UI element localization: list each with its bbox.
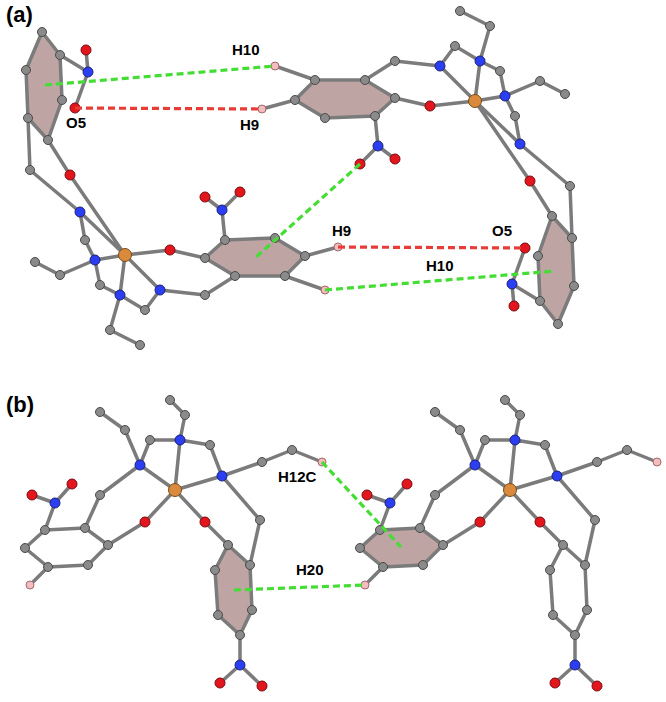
panel-a-packing	[22, 7, 579, 350]
atom-label: H9	[238, 116, 261, 133]
no-pi-contact	[255, 164, 360, 258]
molecule	[21, 396, 327, 692]
hydrogen-bond	[338, 247, 525, 248]
atom-label: O5	[64, 114, 88, 131]
atom-label: H9	[330, 222, 353, 239]
panel-label: (a)	[4, 2, 35, 27]
panel-b-packing	[21, 396, 662, 692]
atom-label: H10	[424, 257, 456, 274]
molecule	[258, 7, 579, 329]
molecule	[356, 396, 662, 692]
ch-pi-contact	[234, 585, 365, 590]
atom-label: O5	[490, 222, 514, 239]
ch-pi-contact	[45, 66, 275, 85]
ch-pi-contact	[322, 462, 401, 547]
hydrogen-bond	[75, 108, 262, 109]
atom-label: H10	[230, 41, 262, 58]
atom-label: H12C	[276, 468, 318, 485]
panel-label: (b)	[4, 392, 36, 417]
atom-label: H20	[294, 561, 326, 578]
molecule	[22, 28, 343, 350]
